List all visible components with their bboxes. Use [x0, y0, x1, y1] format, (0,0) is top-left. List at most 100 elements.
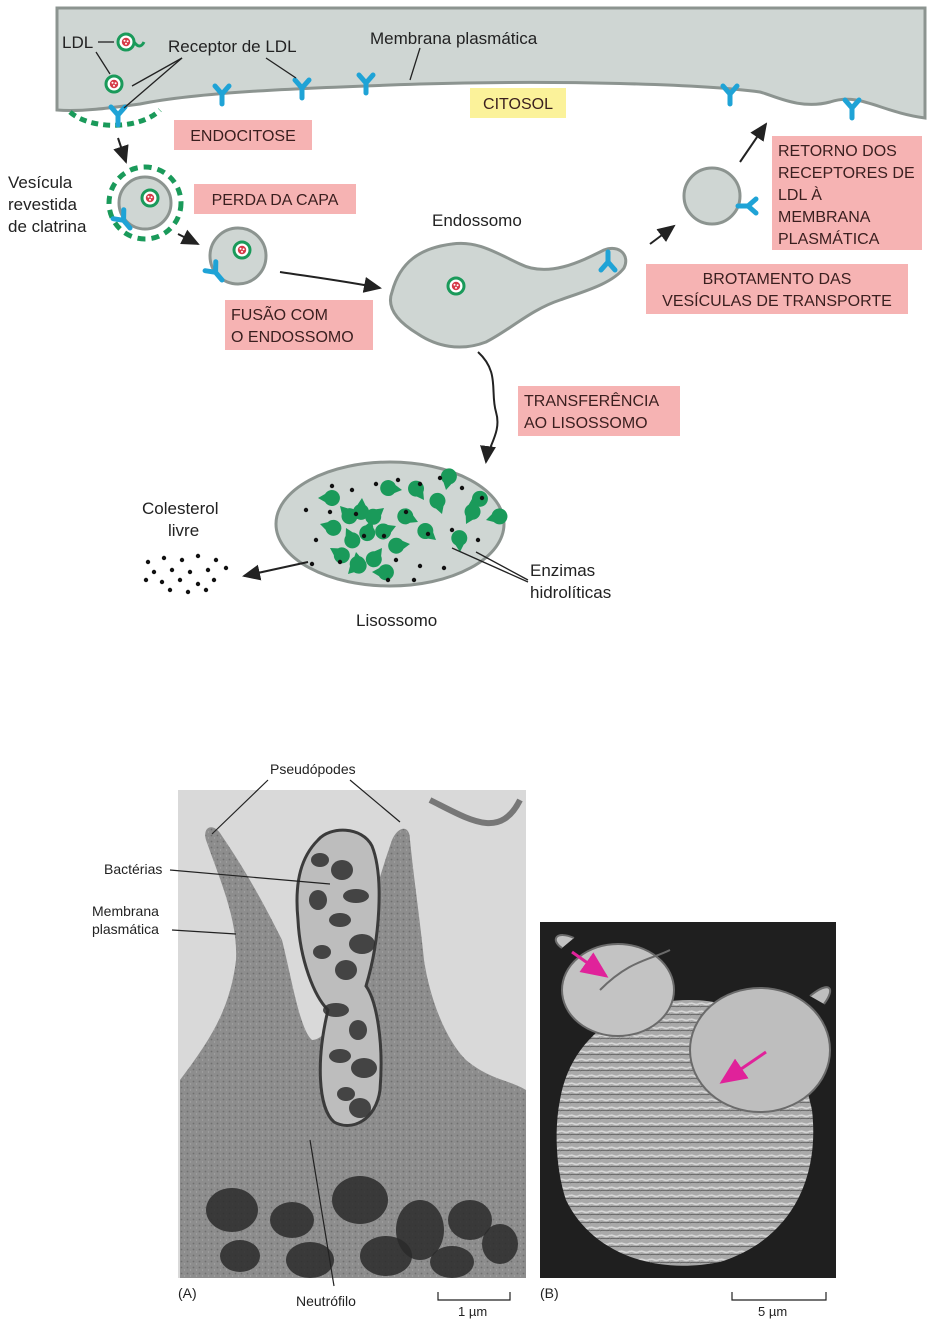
cholesterol-dot — [393, 557, 399, 563]
scale-bar-b — [731, 1292, 827, 1301]
free-cholesterol-dot — [203, 587, 209, 593]
cholesterol-dot — [373, 481, 379, 487]
cholesterol-dot — [425, 531, 431, 537]
free-cholesterol-dot — [205, 567, 211, 573]
cholesterol-dot — [309, 561, 315, 567]
cholesterol-dot — [395, 477, 401, 483]
free-cholesterol-dot — [179, 557, 185, 563]
micrograph-a-panel: Pseudópodes Bactérias Membrana plasmátic… — [92, 761, 526, 1319]
scale-a-label: 1 µm — [458, 1304, 487, 1319]
fusion-box — [225, 300, 373, 350]
cholesterol-dot — [337, 559, 343, 565]
cholesterol-dot — [479, 495, 485, 501]
free-cholesterol-dot — [161, 555, 167, 561]
coated-vesicle-label-line2: revestida — [8, 195, 78, 214]
receptor-return-line2: RECEPTORES DE — [778, 165, 915, 182]
enzymes-label-line1: Enzimas — [530, 561, 595, 580]
panel-a-label: (A) — [178, 1285, 197, 1301]
cholesterol-dot — [329, 483, 335, 489]
receptor-return-line5: PLASMÁTICA — [778, 229, 880, 248]
bacteria-dark-granules — [309, 853, 377, 1118]
transfer-label-line1: TRANSFERÊNCIA — [524, 391, 659, 410]
transport-vesicle — [682, 166, 756, 226]
cholesterol-dot — [441, 565, 447, 571]
cholesterol-dot — [313, 537, 319, 543]
cholesterol-dot — [381, 533, 387, 539]
endocytosis-label: ENDOCITOSE — [190, 128, 296, 145]
cholesterol-dot — [417, 481, 423, 487]
endocytosis-box — [174, 120, 312, 150]
pseudopods-label: Pseudópodes — [270, 761, 356, 777]
free-cholesterol-dot — [169, 567, 175, 573]
receptor-return-box — [772, 136, 922, 250]
cholesterol-dot — [303, 507, 309, 513]
free-cholesterol-dot — [151, 569, 157, 575]
cytosol-box — [470, 88, 566, 118]
ldl-pathway-diagram: LDL Receptor de LDL Membrana plasmática … — [8, 6, 927, 630]
cholesterol-dot — [449, 527, 455, 533]
free-cholesterol-dots — [143, 553, 229, 595]
free-cholesterol-dot — [195, 581, 201, 587]
budding-label-line1: BROTAMENTO DAS — [703, 271, 852, 288]
cholesterol-dot — [417, 563, 423, 569]
scale-bar-a — [437, 1292, 511, 1301]
cholesterol-dot — [459, 485, 465, 491]
coated-vesicle-label-line1: Vesícula — [8, 173, 73, 192]
budding-box — [646, 264, 908, 314]
free-cholesterol-dot — [195, 553, 201, 559]
plasma-membrane-label: Membrana plasmática — [370, 29, 538, 48]
cholesterol-dot — [349, 487, 355, 493]
coated-vesicle-label-line3: de clatrina — [8, 217, 87, 236]
free-cholesterol-dot — [185, 589, 191, 595]
cholesterol-label-line1: Colesterol — [142, 499, 219, 518]
free-cholesterol-dot — [145, 559, 151, 565]
receptor-ldl-label: Receptor de LDL — [168, 37, 297, 56]
lysosome — [274, 460, 510, 588]
endosome — [389, 241, 628, 349]
cholesterol-dot — [353, 511, 359, 517]
endosome-label: Endossomo — [432, 211, 522, 230]
panel-b-label: (B) — [540, 1285, 559, 1301]
ingested-cell-right — [689, 986, 832, 1113]
cholesterol-dot — [327, 509, 333, 515]
neutrophil-granules — [206, 1176, 518, 1278]
cholesterol-dot — [411, 577, 417, 583]
plasma-membrane — [55, 6, 927, 120]
fusion-label-line1: FUSÃO COM — [231, 304, 328, 324]
transfer-box — [518, 386, 680, 436]
free-cholesterol-dot — [159, 579, 165, 585]
receptor-return-line4: MEMBRANA — [778, 209, 871, 226]
neutrophil-label: Neutrófilo — [296, 1293, 356, 1309]
fusion-label-line2: O ENDOSSOMO — [231, 329, 354, 346]
receptor-return-line3: LDL À — [778, 185, 822, 204]
uncoated-vesicle — [205, 226, 268, 284]
clathrin-coated-vesicle — [106, 164, 184, 242]
micrograph-b-panel: (B) 5 µm — [540, 922, 836, 1319]
membrane-a-label-line1: Membrana — [92, 903, 159, 919]
budding-label-line2: VESÍCULAS DE TRANSPORTE — [662, 291, 892, 310]
receptor-return-line1: RETORNO DOS — [778, 143, 897, 160]
cholesterol-dot — [403, 509, 409, 515]
scale-b-label: 5 µm — [758, 1304, 787, 1319]
cholesterol-dot — [475, 537, 481, 543]
transfer-label-line2: AO LISOSSOMO — [524, 415, 648, 432]
cholesterol-dot — [385, 577, 391, 583]
free-cholesterol-dot — [213, 557, 219, 563]
uncoating-box — [194, 184, 356, 214]
cholesterol-dot — [437, 475, 443, 481]
free-cholesterol-dot — [211, 577, 217, 583]
cholesterol-label-line2: livre — [168, 521, 199, 540]
enzymes-label-line2: hidrolíticas — [530, 583, 611, 602]
coated-pit — [68, 74, 162, 128]
free-cholesterol-dot — [223, 565, 229, 571]
bacteria-label: Bactérias — [104, 861, 162, 877]
cholesterol-dot — [361, 533, 367, 539]
uncoating-label: PERDA DA CAPA — [212, 192, 339, 209]
free-cholesterol-dot — [177, 577, 183, 583]
free-cholesterol-dot — [167, 587, 173, 593]
ldl-particle-top — [116, 32, 146, 52]
arrow-pink-1 — [571, 950, 609, 978]
membrane-a-label-line2: plasmática — [92, 921, 159, 937]
cytosol-label: CITOSOL — [483, 96, 553, 113]
